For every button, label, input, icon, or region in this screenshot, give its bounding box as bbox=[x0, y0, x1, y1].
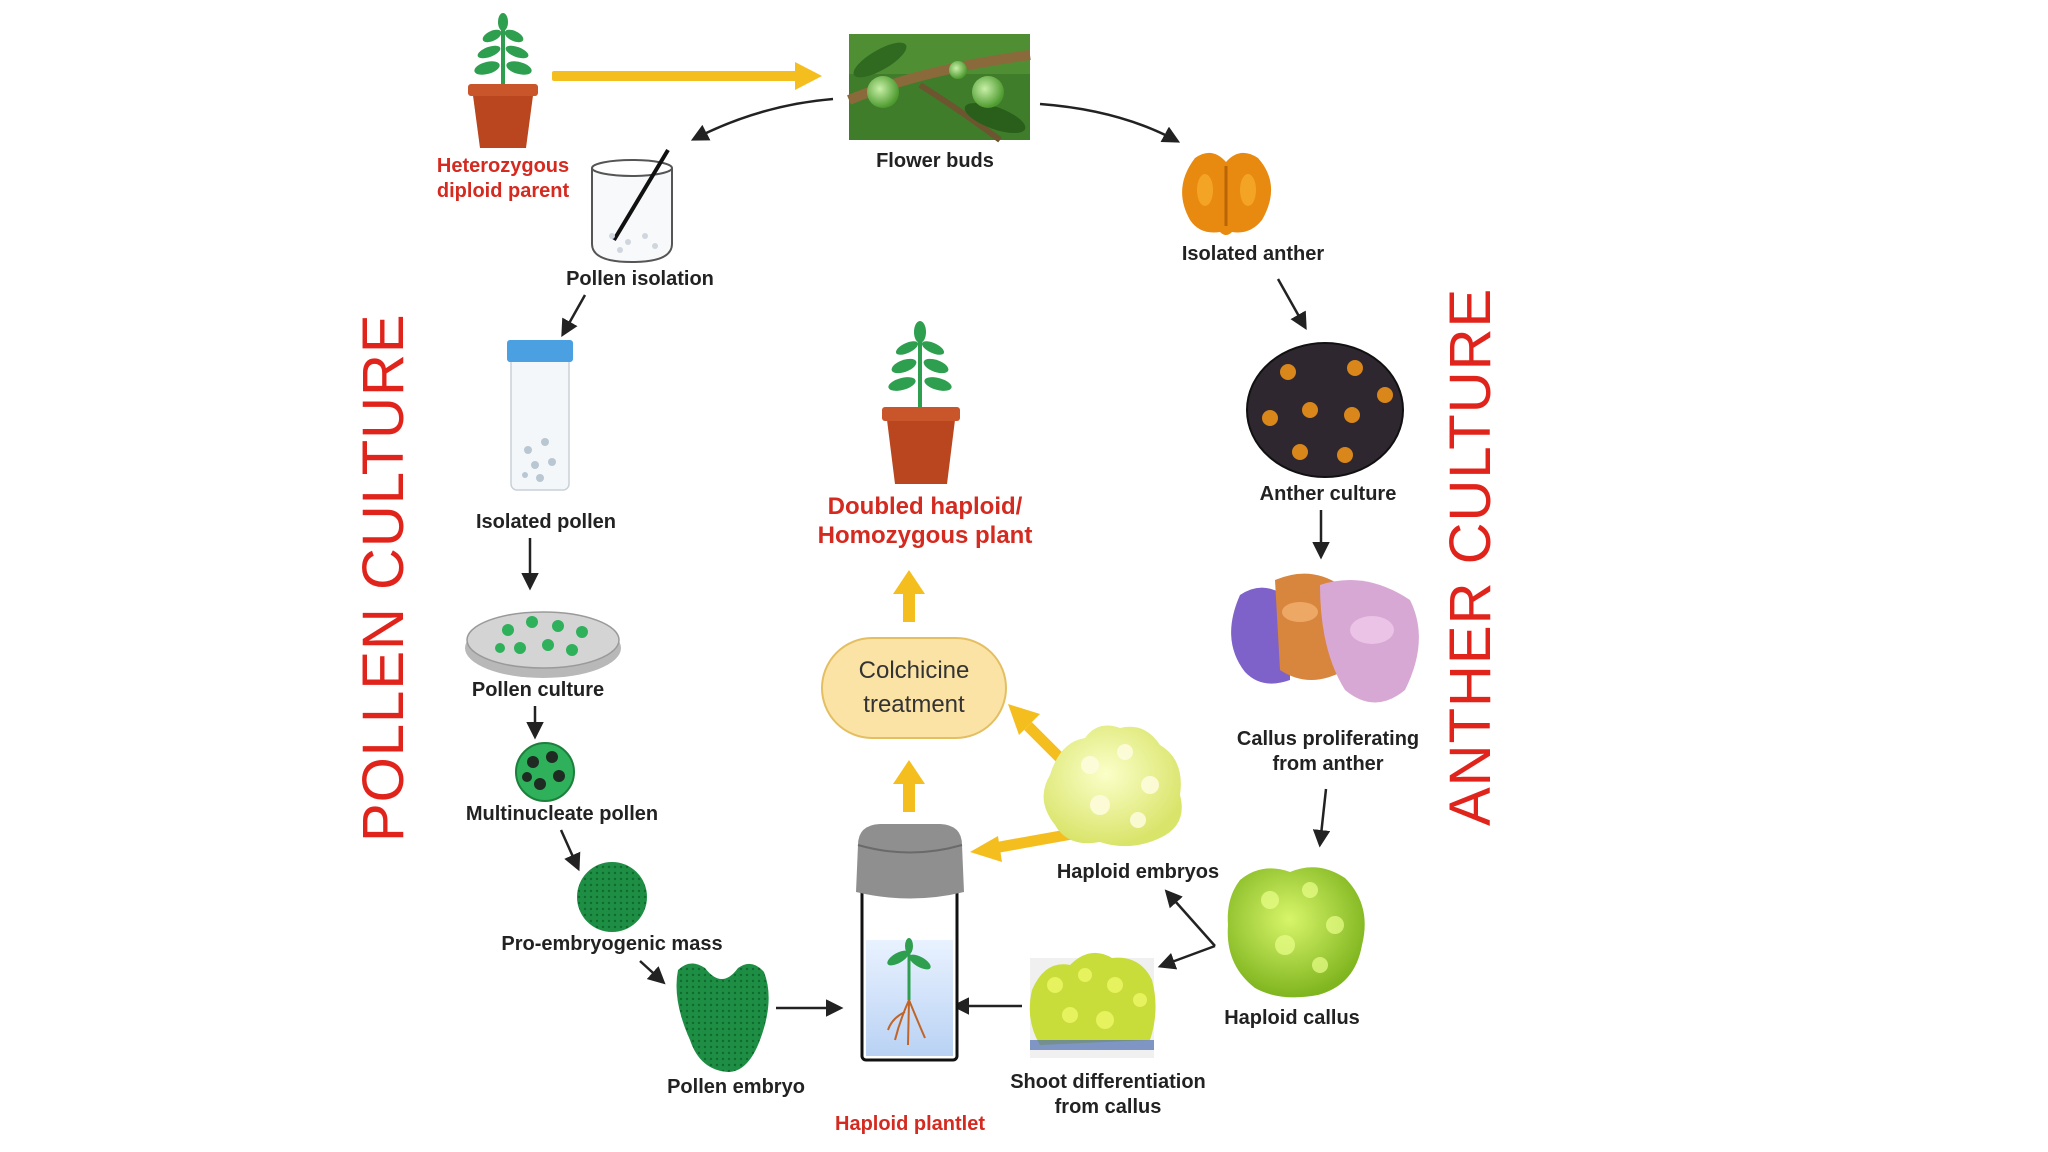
pro-embryogenic-mass-label: Pro-embryogenic mass bbox=[501, 933, 722, 955]
flower-buds-label: Flower buds bbox=[876, 150, 994, 172]
parent-plant-illustration bbox=[468, 13, 538, 148]
yellow-arrow-embryos-to-plantlet bbox=[970, 828, 1073, 862]
shoot-differentiation-illustration bbox=[1029, 952, 1156, 1058]
haploid-plantlet-tube bbox=[856, 824, 964, 1062]
anther-culture-dish bbox=[1246, 342, 1404, 478]
haploid-embryos-label: Haploid embryos bbox=[1057, 861, 1219, 883]
parent-label-line2: diploid parent bbox=[437, 180, 570, 202]
multinucleate-pollen-cell bbox=[515, 742, 575, 802]
anther-culture-label: Anther culture bbox=[1260, 483, 1397, 505]
arrow-buds-to-pollen-isolation bbox=[690, 97, 834, 141]
arrow-pro-embryogenic-to-embryo bbox=[639, 960, 666, 985]
anther-culture-title: ANTHER CULTURE bbox=[1438, 288, 1503, 826]
colchicine-label-line1: Colchicine bbox=[859, 657, 970, 684]
yellow-arrow-colchicine-to-doubled bbox=[893, 570, 925, 622]
callus-proliferating-illustration bbox=[1231, 573, 1419, 703]
shoot-label-line2: from callus bbox=[1055, 1096, 1162, 1118]
isolated-anther-illustration bbox=[1182, 152, 1272, 235]
arrow-pollen-isolation-to-isolated bbox=[561, 294, 587, 338]
parent-label-line1: Heterozygous bbox=[437, 155, 569, 177]
arrow-buds-to-anther bbox=[1039, 102, 1181, 143]
yellow-arrow-parent-to-buds bbox=[552, 62, 822, 90]
arrow-multinucleate-to-pro-embryogenic bbox=[559, 829, 581, 872]
haploid-plantlet-label: Haploid plantlet bbox=[835, 1113, 985, 1135]
pollen-embryo-illustration bbox=[676, 963, 769, 1072]
yellow-arrow-plantlet-to-colchicine bbox=[893, 760, 925, 812]
doubled-haploid-label-line1: Doubled haploid/ bbox=[828, 493, 1023, 520]
yellow-arrow-embryos-to-colchicine bbox=[1008, 704, 1064, 762]
isolated-pollen-label: Isolated pollen bbox=[476, 511, 616, 533]
colchicine-label-line2: treatment bbox=[863, 691, 965, 718]
pollen-embryo-label: Pollen embryo bbox=[667, 1076, 805, 1098]
doubled-haploid-plant-illustration bbox=[882, 321, 960, 484]
pollen-isolation-label: Pollen isolation bbox=[566, 268, 714, 290]
yellow-arrows bbox=[552, 62, 1073, 862]
arrow-haploid-callus-to-embryos bbox=[1164, 889, 1216, 947]
pollen-culture-label: Pollen culture bbox=[472, 679, 604, 701]
multinucleate-pollen-label: Multinucleate pollen bbox=[466, 803, 658, 825]
isolated-anther-label: Isolated anther bbox=[1182, 243, 1324, 265]
haploid-callus-illustration bbox=[1227, 867, 1365, 998]
colchicine-treatment-box bbox=[821, 637, 1007, 739]
pro-embryogenic-mass-illustration bbox=[577, 862, 647, 932]
pollen-isolation-beaker bbox=[591, 148, 673, 264]
shoot-label-line1: Shoot differentiation bbox=[1010, 1071, 1206, 1093]
arrow-anther-to-anther-culture bbox=[1276, 278, 1307, 331]
black-arrows bbox=[521, 97, 1331, 1017]
isolated-pollen-vial bbox=[507, 340, 573, 491]
pollen-culture-dish bbox=[465, 611, 621, 678]
flower-buds-photo bbox=[847, 34, 1031, 143]
pollen-culture-title: POLLEN CULTURE bbox=[351, 313, 416, 842]
haploid-callus-label: Haploid callus bbox=[1224, 1007, 1360, 1029]
callus-label-line2: from anther bbox=[1272, 753, 1383, 775]
haploid-embryos-illustration bbox=[1043, 725, 1182, 847]
arrow-callus-to-haploid-callus bbox=[1312, 788, 1331, 848]
arrow-haploid-callus-to-shoot bbox=[1157, 944, 1216, 970]
doubled-haploid-label-line2: Homozygous plant bbox=[818, 522, 1033, 549]
callus-label-line1: Callus proliferating bbox=[1237, 728, 1419, 750]
